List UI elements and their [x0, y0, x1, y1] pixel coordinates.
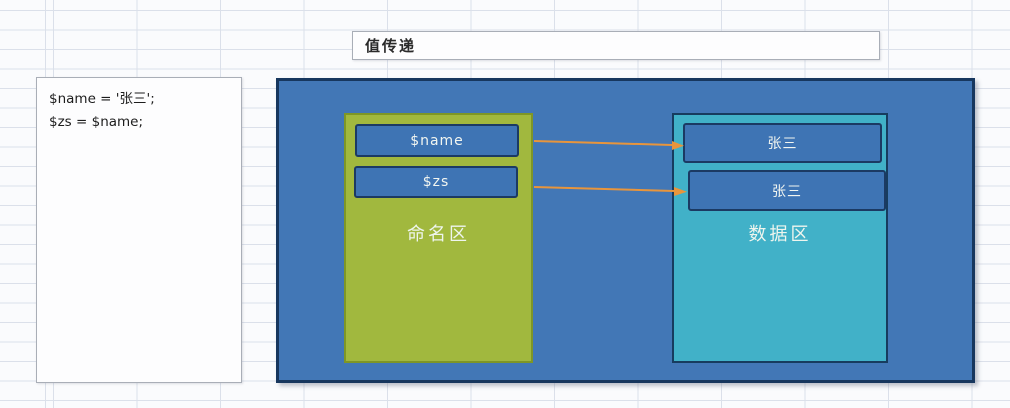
value-chip-2[interactable]: 张三: [688, 170, 886, 211]
code-line-2: $zs = $name;: [49, 114, 144, 130]
title-box[interactable]: 值传递: [352, 31, 880, 60]
value-chip-1[interactable]: 张三: [683, 123, 882, 163]
variable-chip-zs[interactable]: $zs: [354, 166, 518, 198]
value-2-label: 张三: [772, 183, 802, 200]
variable-zs-label: $zs: [422, 174, 450, 190]
value-1-label: 张三: [767, 136, 798, 152]
data-area-label: 数据区: [748, 224, 812, 245]
code-box[interactable]: $name = '张三'; $zs = $name;: [36, 77, 242, 383]
naming-area-label: 命名区: [407, 224, 470, 245]
memory-container[interactable]: $name $zs 命名区 张三 张三 数据区: [276, 78, 975, 383]
variable-name-label: $name: [410, 132, 464, 149]
naming-area[interactable]: $name $zs 命名区: [344, 113, 533, 363]
code-line-1: $name = '张三';: [49, 91, 155, 107]
title-label: 值传递: [365, 37, 417, 55]
variable-chip-name[interactable]: $name: [355, 124, 519, 157]
data-area[interactable]: 张三 张三 数据区: [672, 113, 888, 363]
